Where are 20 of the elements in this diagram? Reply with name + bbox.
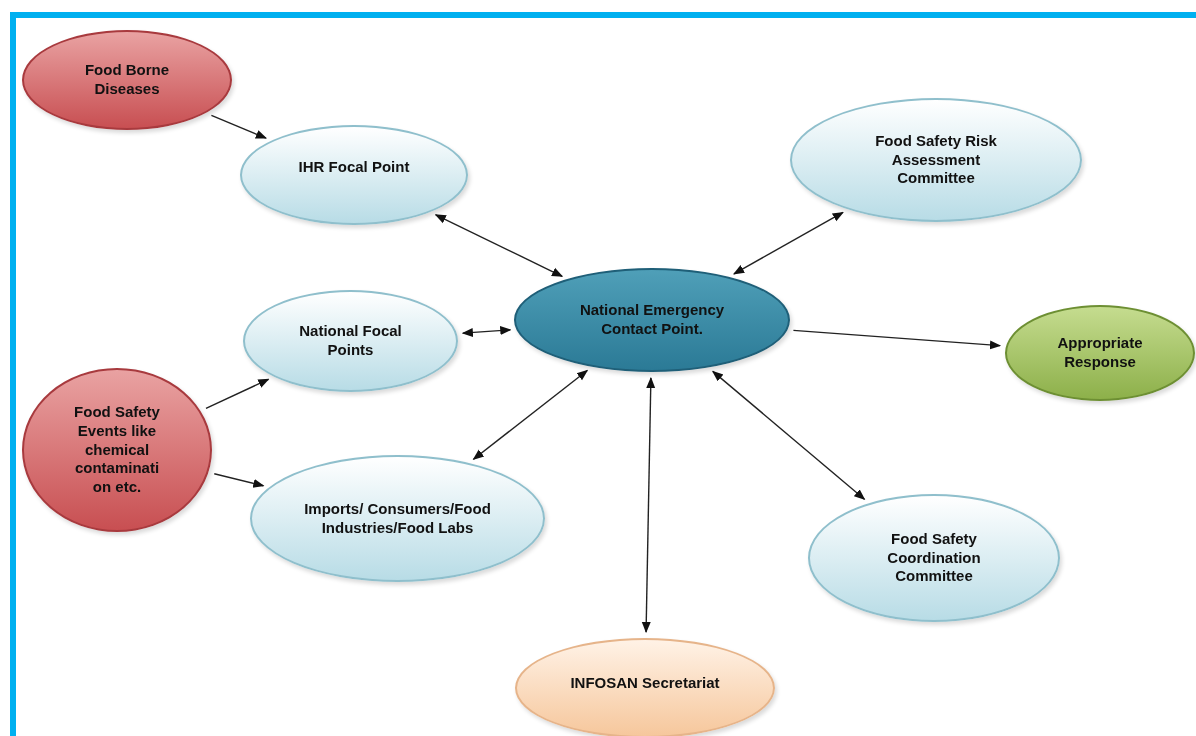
node-label: Appropriate Response <box>1056 334 1144 372</box>
arrow <box>213 473 265 488</box>
node-label: Food Borne Diseases <box>83 61 171 99</box>
arrow <box>205 378 270 410</box>
arrow <box>732 211 844 275</box>
node-label: Food Safety Events like chemical contaminati on etc. <box>73 403 161 497</box>
node-label: National Focal Points <box>298 322 403 360</box>
node-label: Food Safety Coordination Committee <box>886 529 982 587</box>
arrow <box>792 329 1002 350</box>
arrow <box>641 376 656 634</box>
arrow <box>210 114 267 139</box>
node-label: INFOSAN Secretariat <box>570 673 720 693</box>
node-label: National Emergency Contact Point. <box>578 301 726 339</box>
arrow <box>712 370 866 500</box>
arrow <box>472 369 589 460</box>
node-label: Food Safety Risk Assessment Committee <box>874 131 998 189</box>
node-label: IHR Focal Point <box>297 158 411 177</box>
node-label: Imports/ Consumers/Food Industries/Food Labs <box>303 499 492 538</box>
arrow <box>461 326 512 337</box>
arrow <box>434 214 564 277</box>
